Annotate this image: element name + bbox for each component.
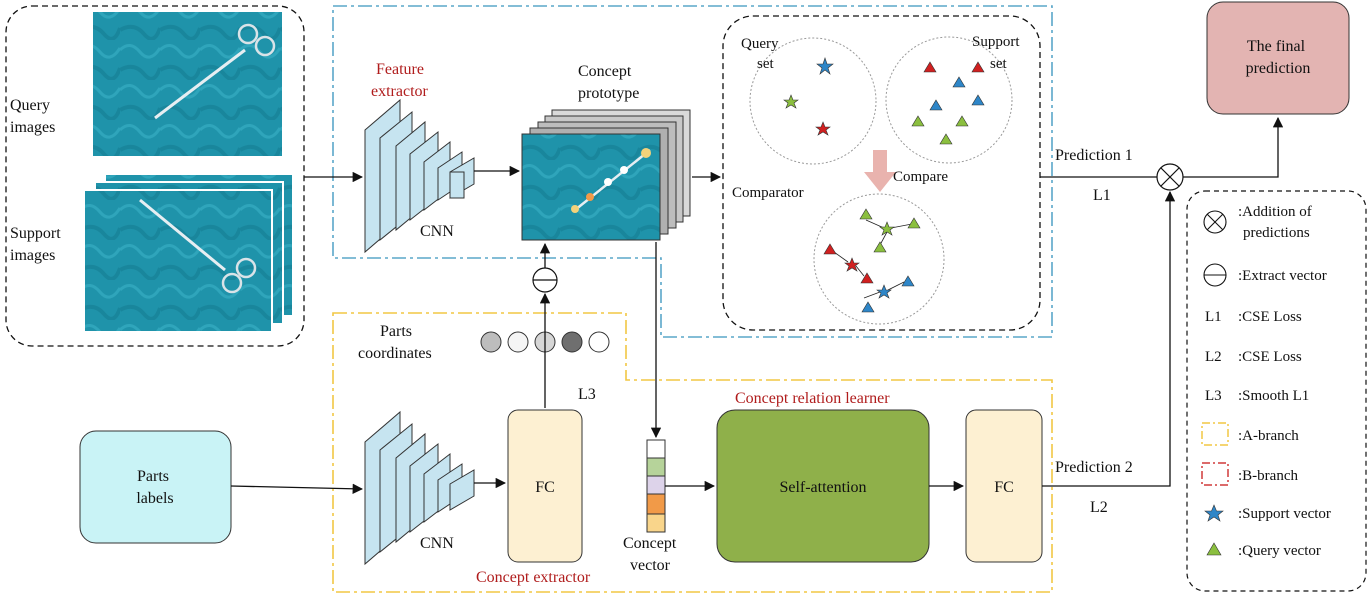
legend-addition-icon	[1203, 210, 1227, 234]
final-prediction-box	[1206, 1, 1350, 115]
fc-extractor-box	[507, 409, 583, 563]
support-image-front	[83, 189, 273, 333]
fc-relation-label: FC	[994, 479, 1014, 496]
concept-prototype-stack	[521, 109, 691, 241]
concept-vector-cells	[646, 439, 666, 533]
legend-frame	[1186, 190, 1367, 592]
legend-a-branch-text: :A-branch	[1238, 428, 1299, 444]
legend-a-branch-swatch	[1201, 422, 1229, 446]
support-set-triangles	[911, 61, 985, 145]
legend-star-icon	[1204, 504, 1224, 522]
support-set-label: Support set	[972, 34, 1023, 72]
query-images-label: Query images	[10, 97, 55, 136]
legend-triangle-icon	[1206, 542, 1222, 556]
legend: :Addition of predictions :Extract vector…	[1201, 204, 1331, 559]
cnn-top-label: CNN	[420, 223, 454, 240]
a-branch-frame	[332, 312, 1053, 593]
query-set-label: Query set	[741, 36, 782, 72]
compare-circle	[813, 193, 945, 325]
concept-relation-learner-label: Concept relation learner	[735, 390, 890, 407]
comparator-label: Comparator	[732, 185, 804, 201]
support-set-circle	[885, 36, 1013, 164]
l1-label: L1	[1093, 187, 1111, 204]
legend-b-branch-swatch	[1201, 462, 1229, 486]
legend-l2-text: :CSE Loss	[1238, 349, 1302, 365]
support-images-label: Support images	[10, 225, 65, 264]
legend-l3-symbol: L3	[1205, 388, 1222, 404]
concept-vector-label: Concept vector	[623, 535, 680, 574]
fc-extractor-label: FC	[535, 479, 555, 496]
legend-extract-icon	[1203, 263, 1227, 287]
concept-prototype-label-1: Concept	[578, 63, 632, 80]
concept-prototype-label-2: prototype	[578, 85, 639, 102]
circle-times-icon	[1156, 163, 1184, 191]
parts-coordinates-label: Parts coordinates	[358, 323, 432, 362]
comparator-frame	[722, 15, 1041, 331]
final-prediction-label: The final prediction	[1246, 38, 1311, 77]
b-branch-frame	[332, 5, 1053, 338]
query-set-stars	[783, 57, 834, 136]
parts-labels-box	[79, 430, 232, 544]
scissors-support-icon	[139, 198, 257, 294]
input-images-frame	[5, 5, 305, 347]
legend-query-text: :Query vector	[1238, 543, 1321, 559]
legend-b-branch-text: :B-branch	[1238, 468, 1298, 484]
feature-extractor-label: Feature extractor	[371, 61, 429, 100]
legend-l1-text: :CSE Loss	[1238, 309, 1302, 325]
concept-extractor-label: Concept extractor	[476, 569, 591, 586]
circle-minus-icon	[532, 267, 558, 293]
legend-l3-text: :Smooth L1	[1238, 388, 1309, 404]
pink-down-arrow-icon	[864, 150, 896, 192]
cnn-bottom-label: CNN	[420, 535, 454, 552]
cnn-bottom-icon	[364, 410, 475, 566]
cnn-top-icon	[364, 98, 475, 254]
prediction2-label: Prediction 2	[1055, 459, 1133, 476]
legend-l2-symbol: L2	[1205, 349, 1222, 365]
legend-support-text: :Support vector	[1238, 506, 1331, 522]
compare-cluster	[823, 208, 921, 313]
query-image	[93, 12, 282, 156]
connectors	[230, 116, 1284, 494]
query-set-circle	[749, 37, 877, 165]
compare-label: Compare	[893, 169, 948, 185]
l2-label: L2	[1090, 499, 1108, 516]
prediction1-label: Prediction 1	[1055, 147, 1133, 164]
legend-l1-symbol: L1	[1205, 309, 1222, 325]
legend-addition-text: :Addition of predictions	[1238, 204, 1316, 241]
scissors-query-icon	[154, 23, 276, 120]
self-attention-label: Self-attention	[779, 479, 866, 496]
legend-extract-text: :Extract vector	[1238, 268, 1327, 284]
parts-labels-text: Parts labels	[136, 468, 173, 507]
parts-coordinate-circles	[480, 331, 610, 353]
l3-label: L3	[578, 386, 596, 403]
